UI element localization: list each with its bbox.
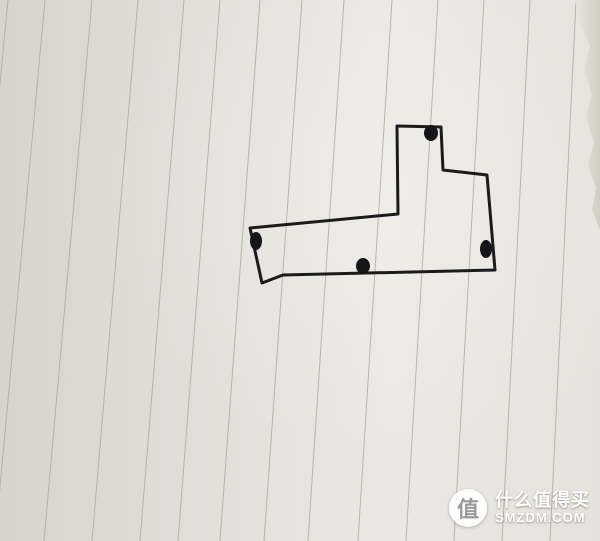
ruled-line: [177, 0, 221, 541]
torn-paper-edge: [575, 0, 600, 230]
dot-bottom: [356, 258, 370, 274]
ruled-line: [0, 0, 9, 89]
watermark-text: 什么值得买 SMZDM.COM: [495, 491, 590, 525]
ruled-line: [139, 0, 185, 541]
ruled-line: [43, 0, 93, 541]
ruled-line: [91, 0, 139, 541]
ruled-line: [501, 0, 531, 541]
ruled-line: [263, 0, 303, 541]
watermark-badge-glyph: 值: [456, 498, 479, 523]
dot-top: [424, 125, 438, 141]
watermark-title: 什么值得买: [495, 489, 590, 511]
ruled-line: [0, 0, 46, 493]
ruled-line: [307, 0, 345, 541]
dot-left: [250, 232, 262, 250]
site-watermark: 值 什么值得买 SMZDM.COM: [449, 489, 590, 527]
dot-right: [480, 240, 492, 258]
l-shape-inner-edge: [265, 274, 284, 283]
l-shape-outline: [248, 124, 497, 285]
watermark-subtitle: SMZDM.COM: [495, 509, 586, 525]
ruled-line: [219, 0, 261, 541]
ruled-line: [549, 0, 577, 541]
watermark-badge-icon: 值: [449, 489, 487, 527]
ruled-lines: [0, 0, 577, 541]
ruled-line: [357, 0, 393, 541]
